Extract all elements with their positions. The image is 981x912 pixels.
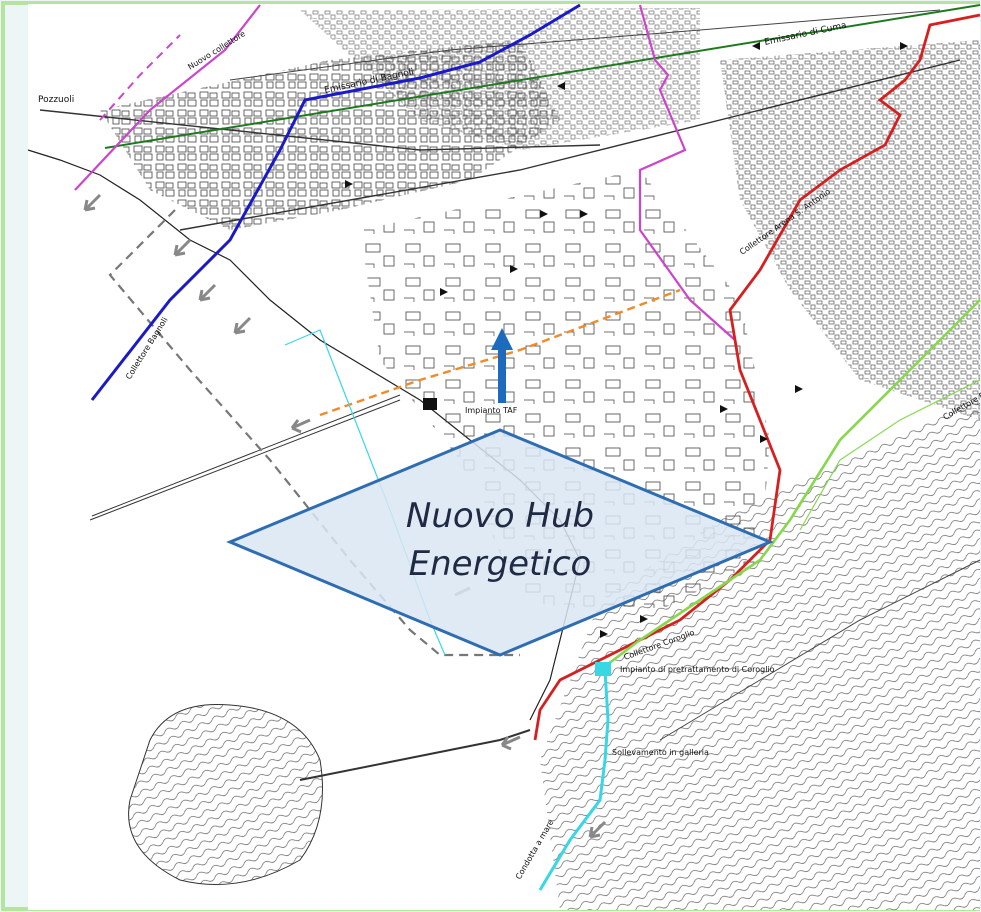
urban-area-east: [720, 40, 980, 420]
lightgreen-collector-coroglio: [599, 299, 981, 672]
boundary-grey-dashed: [108, 209, 520, 657]
magenta-collector-2: [638, 4, 736, 341]
blue-collector-bagnoli: [90, 3, 581, 401]
road-main: [229, 9, 941, 81]
pretreatment-plant-marker: [595, 662, 611, 676]
hub-label-line1: Nuovo Hub: [406, 496, 594, 536]
label-impianto-taf: Impianto TAF: [465, 406, 518, 415]
railway-2: [179, 59, 961, 231]
magenta-collector-dashed: [99, 34, 181, 121]
green-collector-cuma: [104, 4, 981, 149]
railway-1: [39, 109, 601, 151]
road-coast: [659, 559, 981, 741]
urban-area-north: [300, 8, 700, 150]
new-energy-hub-diamond: [226, 428, 774, 657]
magenta-collector: [74, 4, 261, 191]
cyan-outfall: [538, 669, 610, 891]
outfall-pipe: [89, 399, 401, 521]
outfall-arrows: [83, 193, 607, 839]
nisida-pier: [299, 729, 531, 781]
hub-arrow-icon: [491, 328, 513, 403]
taf-plant-marker: [423, 398, 437, 410]
outfall-pipe-2: [91, 394, 401, 517]
hills-posillipo: [540, 400, 980, 910]
orange-dashed-collector: [319, 288, 681, 417]
lightgreen-collector-coroglio-thin: [799, 379, 981, 531]
label-sollevamento: Sollevamento in galleria: [612, 748, 709, 757]
label-pozzuoli: Pozzuoli: [38, 95, 74, 105]
label-impianto-pretrattamento: Impianto di pretrattamento di Coroglio: [620, 665, 775, 674]
nisida-island: [128, 703, 323, 885]
hub-label-line2: Energetico: [409, 544, 592, 584]
flow-direction-markers: [345, 42, 908, 638]
